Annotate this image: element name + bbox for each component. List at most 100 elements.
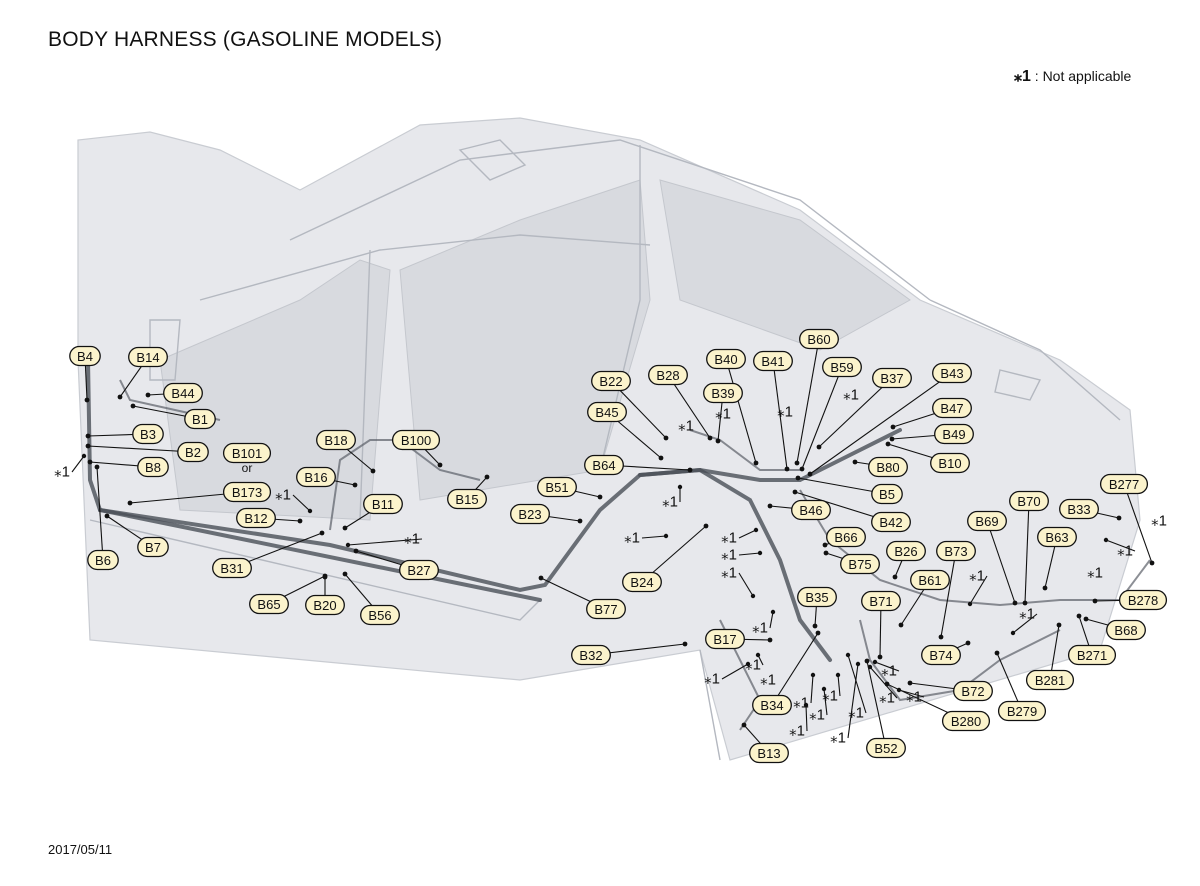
asterisk-text: ⁎1 bbox=[1151, 513, 1167, 530]
connector-label-b18: B18 bbox=[316, 429, 356, 451]
label-pill bbox=[861, 590, 901, 612]
connector-point-b34 bbox=[815, 630, 821, 636]
connector-point-b6 bbox=[94, 464, 100, 470]
asterisk-leader bbox=[823, 688, 828, 716]
label-pill bbox=[296, 466, 336, 488]
connector-name: B42 bbox=[879, 515, 902, 530]
connector-label-b15: B15 bbox=[447, 488, 487, 510]
connector-name: B100 bbox=[401, 433, 431, 448]
connector-name: B44 bbox=[171, 386, 194, 401]
connector-name: B34 bbox=[760, 698, 783, 713]
connector-point-b278 bbox=[1092, 598, 1098, 604]
connector-name: B8 bbox=[145, 460, 161, 475]
label-pill bbox=[749, 742, 789, 764]
connector-label-b1: B1 bbox=[184, 408, 216, 430]
label-pill bbox=[1099, 473, 1149, 495]
connector-label-b37: B37 bbox=[872, 367, 912, 389]
asterisk-text: ⁎1 bbox=[662, 494, 678, 511]
label-pill bbox=[797, 586, 837, 608]
label-pill bbox=[1059, 498, 1099, 520]
connector-label-b45: B45 bbox=[587, 401, 627, 423]
connector-label-b27: B27 bbox=[399, 559, 439, 581]
label-pill bbox=[840, 553, 880, 575]
connector-label-b22: B22 bbox=[591, 370, 631, 392]
connector-point-b7 bbox=[104, 513, 110, 519]
asterisk-leader bbox=[1105, 539, 1136, 552]
label-pill bbox=[137, 456, 169, 478]
asterisk-leader bbox=[837, 674, 841, 697]
connector-point-b73 bbox=[938, 634, 944, 640]
connector-label-b42: B42 bbox=[871, 511, 911, 533]
connector-name: B74 bbox=[929, 648, 952, 663]
label-pill bbox=[799, 328, 839, 350]
connector-point-b75 bbox=[823, 550, 829, 556]
leader-b60 bbox=[796, 338, 820, 464]
leader-b28 bbox=[667, 374, 711, 439]
connector-name: B45 bbox=[595, 405, 618, 420]
connector-label-b33: B33 bbox=[1059, 498, 1099, 520]
connector-label-b12: B12 bbox=[236, 507, 276, 529]
connector-label-b11: B11 bbox=[363, 493, 403, 515]
asterisk-point bbox=[750, 593, 756, 599]
asterisk-text: ⁎1 bbox=[1117, 543, 1133, 560]
label-pill bbox=[967, 510, 1007, 532]
connector-point-b44 bbox=[145, 392, 151, 398]
asterisk-leader bbox=[874, 661, 900, 672]
connector-name: B12 bbox=[244, 511, 267, 526]
connector-label-b5: B5 bbox=[871, 483, 903, 505]
label-pill bbox=[1037, 526, 1077, 548]
connector-label-b271: B271 bbox=[1067, 644, 1117, 666]
connector-name: B4 bbox=[77, 349, 93, 364]
connector-label-b34: B34 bbox=[752, 694, 792, 716]
not-applicable-marker: ⁎1 bbox=[752, 620, 768, 637]
label-pill bbox=[363, 493, 403, 515]
connector-name: B66 bbox=[834, 530, 857, 545]
connector-point-b10 bbox=[885, 441, 891, 447]
asterisk-leader bbox=[869, 666, 898, 699]
connector-label-b7: B7 bbox=[137, 536, 169, 558]
connector-name: B279 bbox=[1007, 704, 1037, 719]
connector-name: B39 bbox=[711, 386, 734, 401]
not-applicable-marker: ⁎1 bbox=[1087, 565, 1103, 582]
label-pill bbox=[910, 569, 950, 591]
not-applicable-marker: ⁎1 bbox=[721, 530, 737, 547]
not-applicable-marker: ⁎1 bbox=[721, 547, 737, 564]
label-pill bbox=[648, 364, 688, 386]
label-pill bbox=[586, 598, 626, 620]
label-pill bbox=[222, 442, 272, 464]
connector-point-b70 bbox=[1022, 600, 1028, 606]
leader-b6 bbox=[96, 466, 104, 561]
asterisk-point bbox=[1103, 537, 1109, 543]
connector-name: B46 bbox=[799, 503, 822, 518]
connector-label-b43: B43 bbox=[932, 362, 972, 384]
connector-name: B271 bbox=[1077, 648, 1107, 663]
connector-label-b278: B278 bbox=[1118, 589, 1168, 611]
not-applicable-marker: ⁎1 bbox=[745, 657, 761, 674]
asterisk-point bbox=[855, 661, 861, 667]
not-applicable-marker: ⁎1 bbox=[678, 418, 694, 435]
not-applicable-marker: ⁎1 bbox=[777, 404, 793, 421]
connector-label-b68: B68 bbox=[1106, 619, 1146, 641]
connector-point-b279 bbox=[994, 650, 1000, 656]
asterisk-text: ⁎1 bbox=[906, 689, 922, 706]
connector-label-b74: B74 bbox=[921, 644, 961, 666]
connector-name: B31 bbox=[220, 561, 243, 576]
connector-name: B71 bbox=[869, 594, 892, 609]
not-applicable-marker: ⁎1 bbox=[809, 707, 825, 724]
connector-name: B20 bbox=[313, 598, 336, 613]
connector-name: B80 bbox=[876, 460, 899, 475]
asterisk-text: ⁎1 bbox=[1087, 565, 1103, 582]
connector-label-b51: B51 bbox=[537, 476, 577, 498]
connector-label-b16: B16 bbox=[296, 466, 336, 488]
asterisk-leader bbox=[347, 538, 423, 546]
label-pill bbox=[537, 476, 577, 498]
connector-name: B70 bbox=[1017, 494, 1040, 509]
connector-name: B68 bbox=[1114, 623, 1137, 638]
not-applicable-marker: ⁎1 bbox=[1019, 606, 1035, 623]
asterisk-point bbox=[757, 550, 763, 556]
connector-label-b80: B80 bbox=[868, 456, 908, 478]
connector-name: B65 bbox=[257, 597, 280, 612]
connector-name: B23 bbox=[518, 507, 541, 522]
connector-point-b49 bbox=[889, 436, 895, 442]
